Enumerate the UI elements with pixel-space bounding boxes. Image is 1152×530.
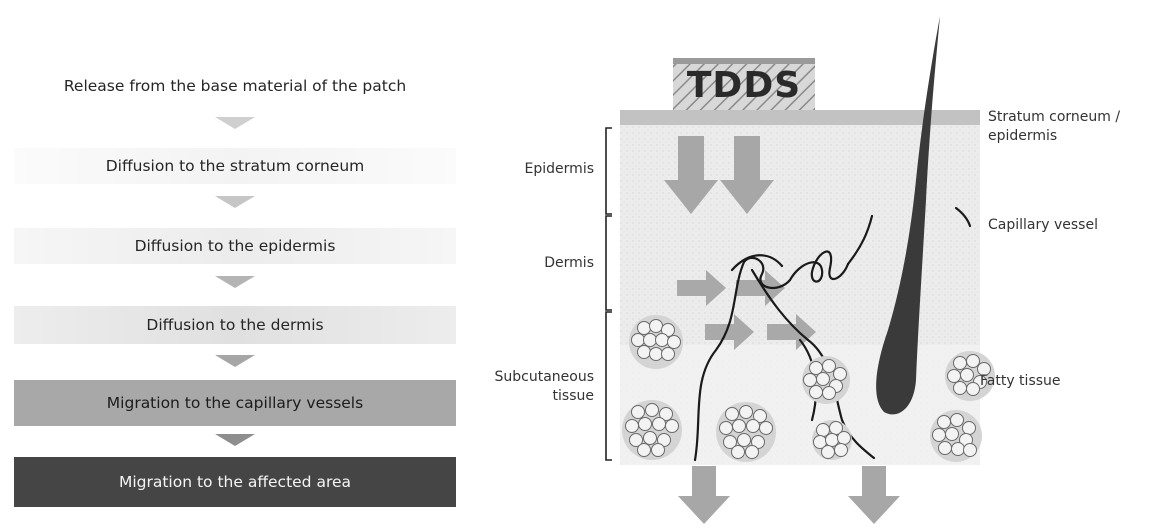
fat-cluster [802,356,850,404]
flow-step-label: Migration to the capillary vessels [107,394,363,412]
flow-step-stratum-corneum: Diffusion to the stratum corneum [14,148,456,184]
flow-step-label: Migration to the affected area [119,473,351,491]
stratum-label-line2: epidermis [988,127,1152,146]
flow-step-label: Diffusion to the epidermis [135,237,336,255]
stratum-corneum-label: Stratum corneum / epidermis [988,108,1152,146]
epidermis-label: Epidermis [490,160,594,179]
dermis-label: Dermis [490,254,594,273]
fat-cluster [812,420,852,460]
fat-cluster [629,315,683,369]
flow-down-arrow-icon [215,355,255,367]
flow-step-release: Release from the base material of the pa… [14,70,456,102]
flow-step-epidermis: Diffusion to the epidermis [14,228,456,264]
skin-cross-section-diagram: TDDS Epidermis Dermis Subcutaneous tissu… [470,0,1152,530]
flow-down-arrow-icon [215,434,255,446]
fat-cluster [622,400,682,460]
flow-step-label: Release from the base material of the pa… [64,77,406,95]
flow-down-arrow-icon [215,276,255,288]
flow-down-arrow-icon [215,117,255,129]
stratum-label-line1: Stratum corneum / [988,108,1152,127]
flow-down-arrow-icon [215,196,255,208]
tdds-label: TDDS [673,60,815,110]
capillary-vessel-label: Capillary vessel [988,216,1148,235]
fat-cluster [716,402,776,462]
flow-step-capillary: Migration to the capillary vessels [14,380,456,426]
fatty-tissue-label: Fatty tissue [980,372,1130,391]
subcutaneous-tissue-label: Subcutaneous tissue [470,368,594,406]
fat-cluster [930,410,982,462]
subcutaneous-label-line1: Subcutaneous [470,368,594,387]
flow-step-label: Diffusion to the stratum corneum [106,157,365,175]
layer-brackets [606,128,612,460]
process-flowchart: Release from the base material of the pa… [0,0,470,530]
flow-step-affected-area: Migration to the affected area [14,457,456,507]
subcutaneous-label-line2: tissue [470,387,594,406]
flow-step-dermis: Diffusion to the dermis [14,306,456,344]
flow-step-label: Diffusion to the dermis [146,316,323,334]
